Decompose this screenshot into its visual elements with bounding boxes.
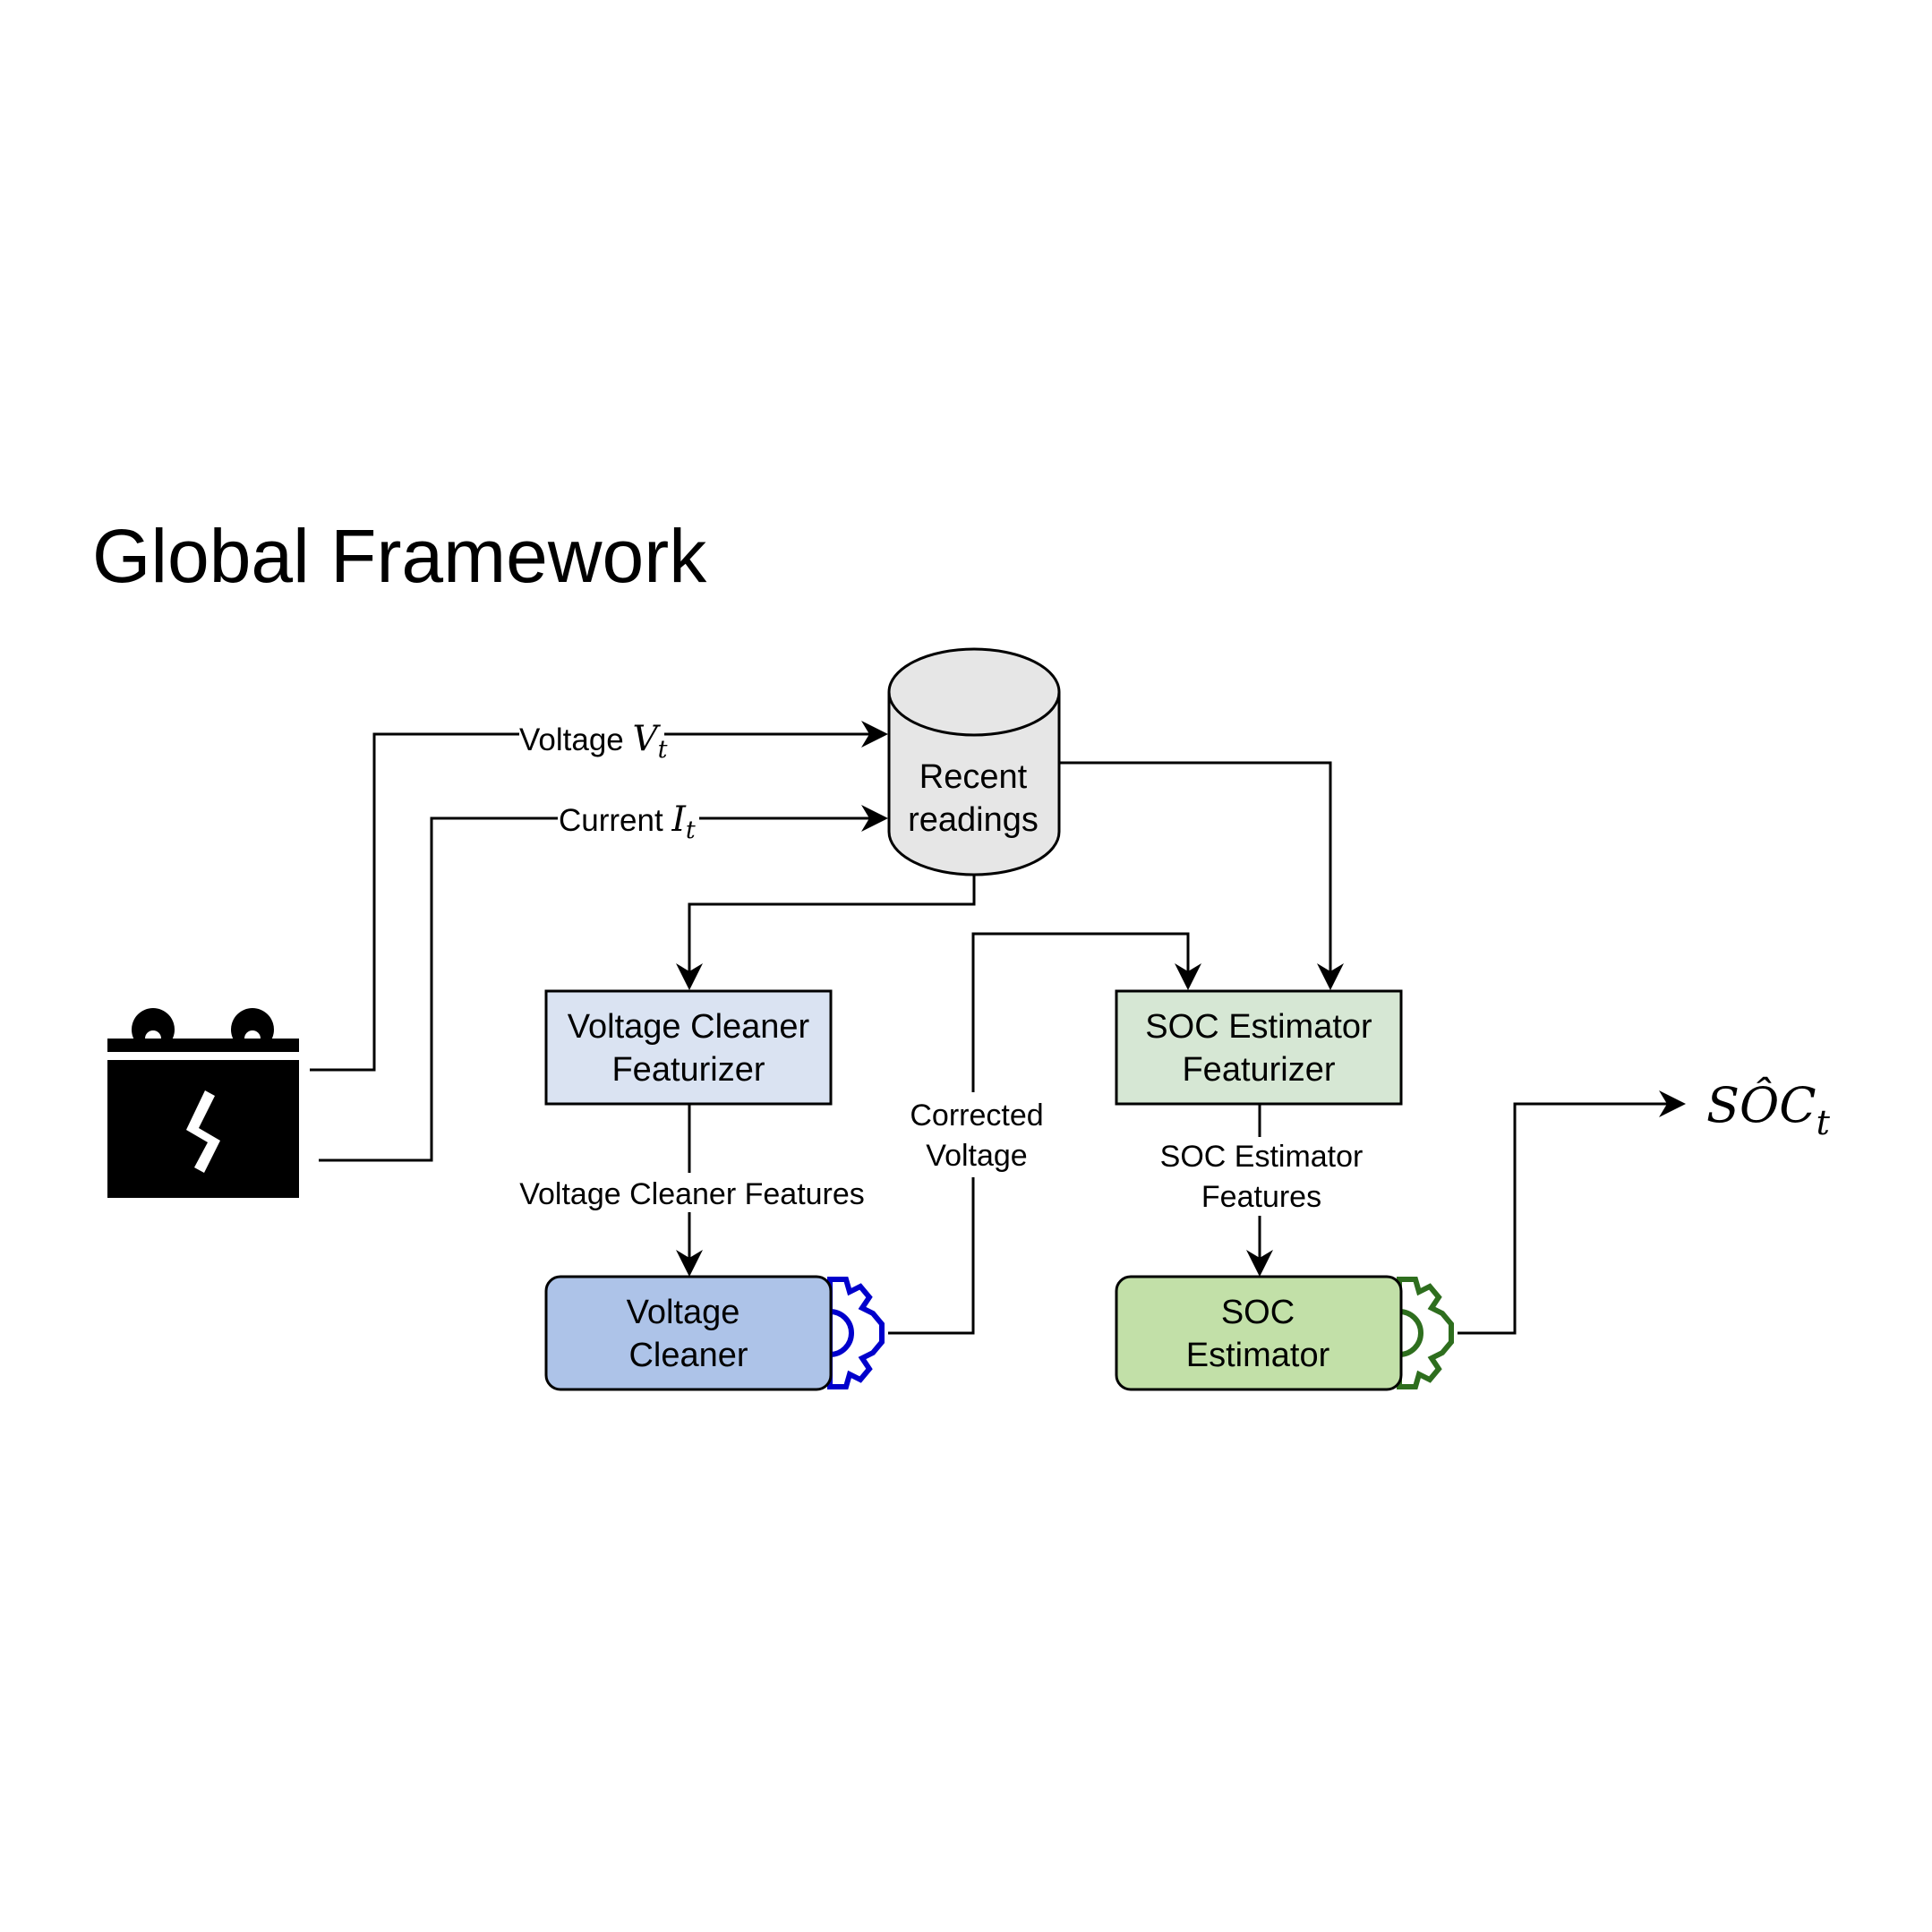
corrected-voltage-edge-label: Corrected Voltage (904, 1092, 1047, 1177)
soc-featurizer-label-line2: Featurizer (1182, 1051, 1335, 1089)
voltage-edge-label: Voltage Vt (519, 716, 668, 764)
soc-estimator-featurizer-box: SOC Estimator Featurizer (1115, 989, 1403, 1106)
soc-estimator-box: SOC Estimator (1115, 1275, 1403, 1391)
soc-estimator-label-line1: SOC (1221, 1294, 1295, 1331)
svg-text:Voltage Vt: Voltage Vt (519, 719, 668, 764)
soc-features-edge-label: SOC Estimator Features (1153, 1137, 1366, 1216)
soc-featurizer-label-line1: SOC Estimator (1145, 1008, 1372, 1046)
blue-gear-icon (827, 1277, 885, 1389)
voltage-cleaner-label-line1: Voltage (627, 1294, 740, 1331)
recent-readings-database: Recent readings (887, 647, 1061, 876)
battery-icon (107, 1008, 299, 1198)
voltage-cleaner-featurizer-box: Voltage Cleaner Featurizer (544, 989, 833, 1106)
soc-output-label: SÔCt (1706, 1076, 1831, 1142)
vc-features-edge-label: Voltage Cleaner Features (512, 1173, 870, 1212)
green-gear-icon (1397, 1277, 1454, 1389)
current-edge-label: Current It (558, 799, 699, 844)
lightning-bolt-icon (186, 1090, 220, 1173)
svg-text:Features: Features (1201, 1180, 1321, 1214)
soc-output-edge (1458, 1090, 1686, 1335)
current-edge (319, 805, 888, 1162)
page-title: Global Framework (92, 514, 707, 598)
vc-featurizer-label-line1: Voltage Cleaner (568, 1008, 810, 1046)
voltage-cleaner-box: Voltage Cleaner (544, 1275, 833, 1391)
svg-text:Corrected: Corrected (910, 1099, 1043, 1133)
recent-readings-label-line1: Recent (919, 758, 1028, 796)
soc-estimator-label-line2: Estimator (1186, 1337, 1330, 1374)
svg-text:SOC Estimator: SOC Estimator (1160, 1140, 1364, 1174)
svg-text:Current It: Current It (559, 799, 696, 844)
svg-text:Voltage Cleaner Features: Voltage Cleaner Features (519, 1177, 865, 1211)
voltage-cleaner-label-line2: Cleaner (628, 1337, 748, 1374)
corrected-voltage-edge (888, 932, 1201, 1335)
readings-to-vc-featurizer-edge (676, 875, 976, 990)
vc-featurizer-label-line2: Featurizer (611, 1051, 765, 1089)
svg-text:Voltage: Voltage (926, 1139, 1027, 1173)
readings-to-soc-featurizer-edge (1059, 761, 1344, 990)
recent-readings-label-line2: readings (908, 801, 1039, 839)
